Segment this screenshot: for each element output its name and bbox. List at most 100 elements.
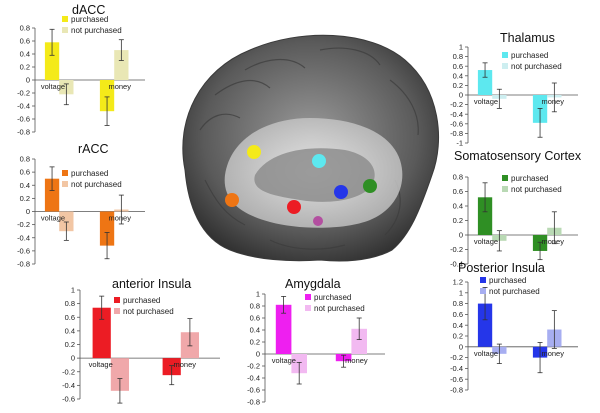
y-tick-label: 0.2 — [453, 81, 463, 90]
legend-swatch — [480, 277, 486, 283]
chart-svg: Amygdala10.80.60.40.20-0.2-0.4-0.6-0.8vo… — [247, 277, 385, 407]
legend-label: purchased — [123, 296, 160, 305]
legend-swatch — [62, 170, 68, 176]
y-tick-label: -0.4 — [450, 260, 463, 269]
bar-purchased — [99, 80, 115, 112]
bar-not-purchased — [114, 50, 129, 80]
y-tick-label: 1 — [459, 43, 463, 52]
category-label: voltage — [474, 237, 498, 246]
y-tick-label: -0.4 — [17, 102, 30, 111]
y-tick-label: 0.8 — [20, 155, 30, 164]
category-label: money — [108, 214, 131, 223]
y-tick-label: 0.2 — [453, 332, 463, 341]
legend-swatch — [502, 52, 508, 58]
legend-label: not purchased — [511, 185, 562, 194]
y-tick-label: 0.2 — [453, 216, 463, 225]
region-dacc-marker — [247, 145, 261, 159]
category-label: money — [345, 356, 368, 365]
y-tick-label: 0.4 — [65, 326, 75, 335]
legend-label: purchased — [71, 169, 108, 178]
region-anterior-insula-marker — [287, 200, 301, 214]
y-tick-label: 0 — [256, 350, 260, 359]
y-tick-label: -0.2 — [450, 353, 463, 362]
legend-label: purchased — [511, 174, 548, 183]
legend-label: purchased — [489, 276, 526, 285]
y-tick-label: 0.4 — [453, 321, 463, 330]
legend-swatch — [114, 308, 120, 314]
y-tick-label: 0.4 — [20, 181, 30, 190]
y-tick-label: 0.8 — [65, 299, 75, 308]
y-tick-label: -0.4 — [247, 374, 260, 383]
y-tick-label: 0.6 — [453, 310, 463, 319]
y-tick-label: -0.2 — [62, 367, 75, 376]
y-tick-label: 0 — [26, 207, 30, 216]
y-tick-label: 1 — [459, 288, 463, 297]
y-tick-label: -0.6 — [17, 246, 30, 255]
chart-svg: Posterior Insula1.210.80.60.40.20-0.2-0.… — [450, 261, 578, 395]
y-tick-label: -0.8 — [17, 128, 30, 137]
y-tick-label: 1 — [71, 286, 75, 295]
legend-swatch — [502, 175, 508, 181]
bar-not-purchased — [110, 358, 129, 391]
region-amygdala-marker — [313, 216, 323, 226]
legend-swatch — [114, 297, 120, 303]
bar-purchased — [477, 303, 493, 347]
y-tick-label: 0.4 — [20, 50, 30, 59]
legend-label: not purchased — [511, 62, 562, 71]
y-tick-label: 0 — [71, 354, 75, 363]
y-tick-label: -0.2 — [17, 220, 30, 229]
y-tick-label: 0 — [459, 342, 463, 351]
legend-label: not purchased — [71, 26, 122, 35]
y-tick-label: 0.2 — [65, 340, 75, 349]
y-tick-label: 0.6 — [453, 62, 463, 71]
y-tick-label: -0.6 — [450, 375, 463, 384]
category-label: voltage — [41, 214, 65, 223]
chart-svg: anterior Insula10.80.60.40.20-0.2-0.4-0.… — [62, 277, 220, 404]
chart-title: anterior Insula — [112, 277, 191, 291]
bar-purchased — [477, 197, 493, 235]
legend-label: not purchased — [489, 287, 540, 296]
bar-purchased — [44, 42, 60, 80]
y-tick-label: 0.8 — [250, 302, 260, 311]
y-tick-label: 0.8 — [453, 299, 463, 308]
category-label: money — [541, 97, 564, 106]
y-tick-label: -0.6 — [450, 119, 463, 128]
legend-swatch — [62, 181, 68, 187]
category-label: voltage — [474, 97, 498, 106]
category-label: voltage — [41, 82, 65, 91]
legend-swatch — [480, 288, 486, 294]
bar-purchased — [92, 307, 111, 359]
region-racc-marker — [225, 193, 239, 207]
y-tick-label: 0.6 — [20, 37, 30, 46]
legend-swatch — [62, 27, 68, 33]
category-label: voltage — [272, 356, 296, 365]
category-label: money — [541, 237, 564, 246]
legend-label: not purchased — [71, 180, 122, 189]
y-tick-label: 1.2 — [453, 278, 463, 287]
y-tick-label: -0.4 — [62, 381, 75, 390]
brain-gyri — [199, 47, 419, 250]
y-tick-label: 0.6 — [20, 168, 30, 177]
y-tick-label: -0.6 — [247, 386, 260, 395]
y-tick-label: 0 — [459, 231, 463, 240]
category-label: money — [108, 82, 131, 91]
y-tick-label: -0.2 — [450, 100, 463, 109]
bar-purchased — [44, 178, 60, 212]
y-tick-label: 0.4 — [250, 326, 260, 335]
y-tick-label: 0.6 — [65, 313, 75, 322]
chart-title: dACC — [72, 3, 105, 17]
y-tick-label: 0.6 — [250, 314, 260, 323]
chart-svg: rACC0.80.60.40.20-0.2-0.4-0.6-0.8voltage… — [17, 142, 145, 269]
bar-purchased — [477, 70, 493, 95]
y-tick-label: 0.2 — [20, 63, 30, 72]
y-tick-label: 0.2 — [250, 338, 260, 347]
legend-swatch — [305, 294, 311, 300]
y-tick-label: -0.4 — [450, 364, 463, 373]
legend-label: not purchased — [314, 304, 365, 313]
legend-label: purchased — [511, 51, 548, 60]
chart-svg: dACC0.80.60.40.20-0.2-0.4-0.6-0.8voltage… — [17, 3, 145, 137]
